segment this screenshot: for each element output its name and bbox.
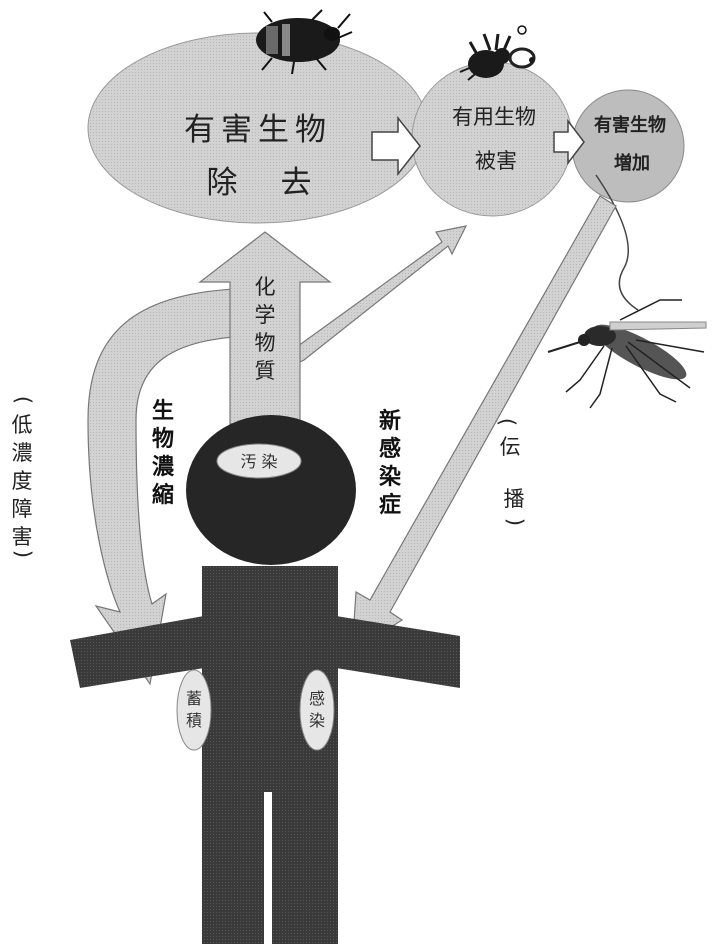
contamination-label: 汚 染: [240, 452, 277, 471]
biomagnification-label: 生 物 濃 縮: [152, 399, 175, 508]
useful-damage-label-1: 有用生物: [452, 105, 536, 129]
arrow-damage-to-increase: [553, 118, 585, 166]
beetle-icon: [256, 9, 353, 75]
harmful-increase-circle: [571, 89, 685, 203]
biomagnification-arrow: [87, 287, 259, 686]
newinf-char-4: 症: [379, 492, 401, 518]
chemical-text-char-4: 質: [255, 359, 276, 383]
chemical-arrow-text: 化 学 物 質: [255, 275, 276, 383]
low-concentration-label: ( 低 濃 度 障 害 ): [11, 396, 35, 558]
infection-oval: [299, 669, 335, 751]
chemical-text-char-1: 化: [255, 275, 276, 299]
bio-char-1: 生: [152, 399, 174, 424]
low-char-4: 障: [12, 497, 33, 521]
bio-char-3: 濃: [152, 455, 175, 480]
newinf-char-2: 感: [379, 436, 401, 462]
person-right-arm: [336, 616, 460, 688]
harmful-increase-label-2: 増加: [614, 152, 650, 174]
chemical-substance-arrow: [198, 231, 332, 425]
contamination-oval: [216, 443, 302, 479]
newinf-char-3: 染: [379, 464, 401, 490]
infection-char-2: 染: [309, 711, 325, 730]
mosquito-icon: [547, 174, 707, 409]
low-char-0: (: [11, 396, 35, 404]
low-char-2: 濃: [12, 441, 33, 465]
low-char-3: 度: [12, 469, 33, 493]
accumulation-char-2: 積: [186, 711, 202, 730]
harmful-increase-label-1: 有害生物: [594, 114, 666, 136]
arrow-removal-to-damage: [371, 115, 421, 177]
harmful-removal-label-2: 除 去: [207, 165, 318, 201]
harmful-removal-label-1: 有害生物: [184, 112, 332, 148]
accumulation-char-1: 蓄: [186, 689, 202, 708]
trans-char-0: (: [495, 418, 519, 426]
bio-char-4: 縮: [152, 482, 174, 508]
chemical-text-char-2: 学: [255, 303, 276, 327]
chemical-to-damage-arrow: [297, 225, 468, 363]
useful-damage-label-2: 被害: [475, 149, 517, 173]
newinf-char-1: 新: [379, 408, 401, 434]
person-figure: [70, 415, 460, 944]
accumulation-oval: [176, 669, 212, 751]
chemical-text-char-3: 物: [255, 331, 276, 355]
low-char-6: ): [11, 550, 35, 558]
trans-char-1: 伝: [500, 435, 521, 459]
bio-char-2: 物: [152, 426, 174, 452]
infection-char-1: 感: [309, 689, 325, 708]
bird-icon: [459, 25, 536, 81]
trans-char-3: ): [503, 518, 527, 526]
useful-damage-circle: [411, 61, 573, 217]
person-leg-gap: [264, 792, 272, 944]
trans-char-2: 播: [504, 487, 525, 511]
person-left-arm: [70, 616, 204, 688]
low-char-1: 低: [12, 413, 33, 437]
low-char-5: 害: [12, 525, 33, 549]
new-infection-label: 新 感 染 症: [379, 408, 401, 518]
transmission-label: ( 伝 播 ): [495, 418, 527, 526]
person-head: [186, 415, 356, 565]
